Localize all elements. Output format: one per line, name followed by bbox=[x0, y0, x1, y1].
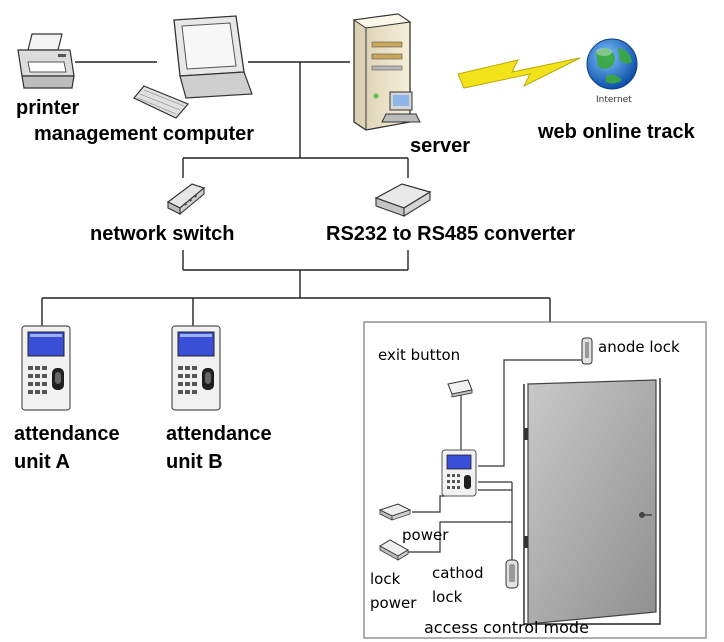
connection-lines bbox=[41, 61, 551, 326]
lock-power-wire bbox=[402, 521, 513, 564]
anode-lock-label: anode lock bbox=[598, 338, 680, 356]
anode-lock-icon bbox=[581, 337, 593, 365]
attendance-unit-a-icon bbox=[21, 325, 71, 411]
exit-button-icon bbox=[447, 379, 473, 398]
internet-globe-icon bbox=[586, 38, 638, 90]
converter-label: RS232 to RS485 converter bbox=[326, 223, 576, 245]
attendance-unit-b-label-line1: attendance bbox=[166, 423, 272, 445]
door-icon bbox=[523, 378, 661, 625]
access-control-mode-label: access control mode bbox=[424, 618, 589, 637]
cathod-lock-label-line2: lock bbox=[432, 588, 463, 606]
access-control-panel bbox=[363, 321, 707, 639]
computer-icon bbox=[133, 15, 253, 119]
power-label: power bbox=[402, 526, 449, 544]
server-icon bbox=[352, 13, 421, 131]
wireless-link-icon bbox=[457, 57, 581, 89]
internet-label: Internet bbox=[596, 95, 632, 105]
cathod-lock-label-line1: cathod bbox=[432, 564, 484, 582]
attendance-unit-b-label-line2: unit B bbox=[166, 451, 223, 473]
attendance-unit-a-label-line2: unit A bbox=[14, 451, 70, 473]
network-switch-icon bbox=[166, 183, 206, 216]
attendance-unit-b-icon bbox=[171, 325, 221, 411]
lock-power-label-line1: lock bbox=[370, 570, 401, 588]
server-label: server bbox=[410, 135, 471, 157]
access-control-unit-icon bbox=[441, 449, 477, 497]
lock-power-supply-icon bbox=[379, 539, 409, 561]
management-computer-label: management computer bbox=[34, 123, 255, 145]
cathode-lock-icon bbox=[505, 559, 519, 589]
anode-lock-wire bbox=[478, 359, 582, 467]
lock-power-label-line2: power bbox=[370, 594, 417, 612]
network-switch-label: network switch bbox=[90, 223, 235, 245]
access-wiring bbox=[402, 359, 582, 564]
printer-label: printer bbox=[16, 97, 80, 119]
web-online-track-label: web online track bbox=[538, 121, 695, 143]
printer-icon bbox=[17, 33, 75, 89]
power-supply-icon bbox=[378, 503, 412, 521]
attendance-unit-a-label-line1: attendance bbox=[14, 423, 120, 445]
exit-button-label: exit button bbox=[378, 346, 461, 364]
converter-icon bbox=[374, 183, 432, 217]
power-wire bbox=[412, 495, 446, 513]
